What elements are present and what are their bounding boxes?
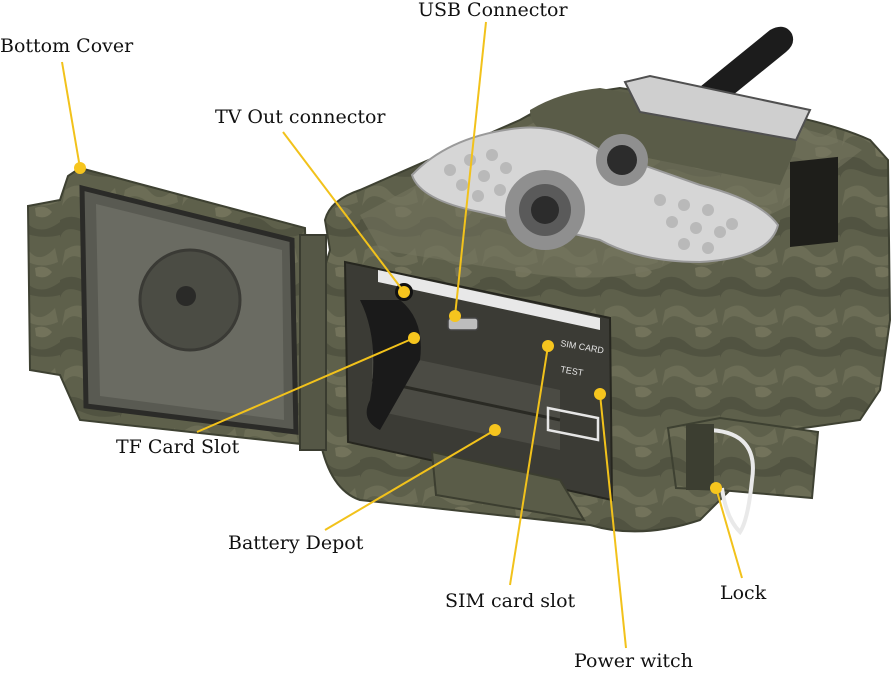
leader-dot-battery-depot	[489, 424, 501, 436]
label-lock: Lock	[720, 582, 767, 604]
leader-dot-tf-card-slot	[408, 332, 420, 344]
leader-lines	[61, 21, 743, 649]
leader-dot-usb-connector	[449, 310, 461, 322]
ir-lens-panel	[410, 126, 780, 264]
leader-dot-sim-card-slot	[542, 340, 554, 352]
leader-line-sim-card-slot	[509, 345, 549, 586]
label-sim-card-slot: SIM card slot	[445, 590, 576, 612]
leader-line-tv-out	[282, 131, 405, 293]
leader-dot-power-switch	[594, 388, 606, 400]
leader-line-power-switch	[599, 393, 627, 649]
leader-line-lock	[715, 487, 743, 579]
test-marking: TEST	[560, 364, 585, 378]
leader-line-tf-card-slot	[196, 337, 415, 433]
leader-line-bottom-cover	[61, 61, 81, 169]
label-power-switch: Power witch	[574, 650, 693, 672]
label-tf-card-slot: TF Card Slot	[116, 436, 240, 458]
leader-dot-lock	[710, 482, 722, 494]
top-panel	[530, 74, 812, 185]
label-tv-out-connector: TV Out connector	[215, 106, 386, 128]
battery-compartment: SIM CARD TEST	[343, 260, 614, 502]
leader-dot-tv-out	[398, 286, 410, 298]
leader-line-battery-depot	[324, 429, 496, 531]
bottom-cover	[26, 166, 327, 451]
leader-dot-bottom-cover	[74, 162, 86, 174]
lower-tray	[430, 450, 586, 522]
label-bottom-cover: Bottom Cover	[0, 35, 134, 57]
label-battery-depot: Battery Depot	[228, 532, 364, 554]
leader-line-usb-connector	[454, 21, 487, 317]
label-usb-connector: USB Connector	[418, 0, 568, 21]
lock-latch	[666, 416, 820, 536]
